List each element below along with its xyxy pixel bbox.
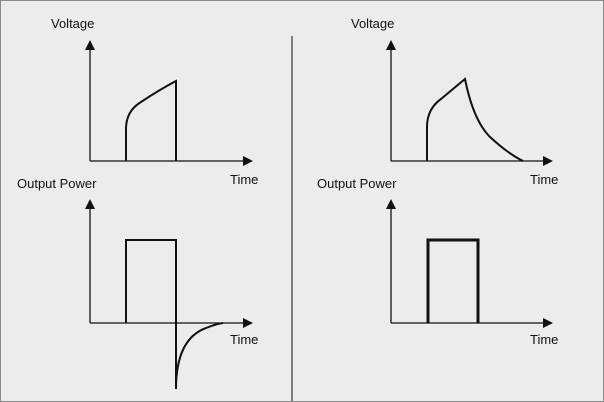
y-axis-label: Voltage [351,16,394,31]
power-recovery-curve [175,322,224,390]
voltage-curve [125,79,177,161]
x-axis-label: Time [230,332,258,347]
right-voltage-plot: Voltage Time [351,16,558,187]
y-axis-label: Output Power [317,176,397,191]
left-power-plot: Output Power Time [17,176,258,390]
y-axis-label: Output Power [17,176,97,191]
left-voltage-plot: Voltage Time [51,16,258,187]
x-axis-label: Time [530,332,558,347]
x-axis-label: Time [530,172,558,187]
power-pulse [125,239,177,389]
voltage-curve [426,77,524,162]
y-axis-label: Voltage [51,16,94,31]
right-power-plot: Output Power Time [317,176,558,347]
x-axis-label: Time [230,172,258,187]
power-pulse [426,238,480,323]
